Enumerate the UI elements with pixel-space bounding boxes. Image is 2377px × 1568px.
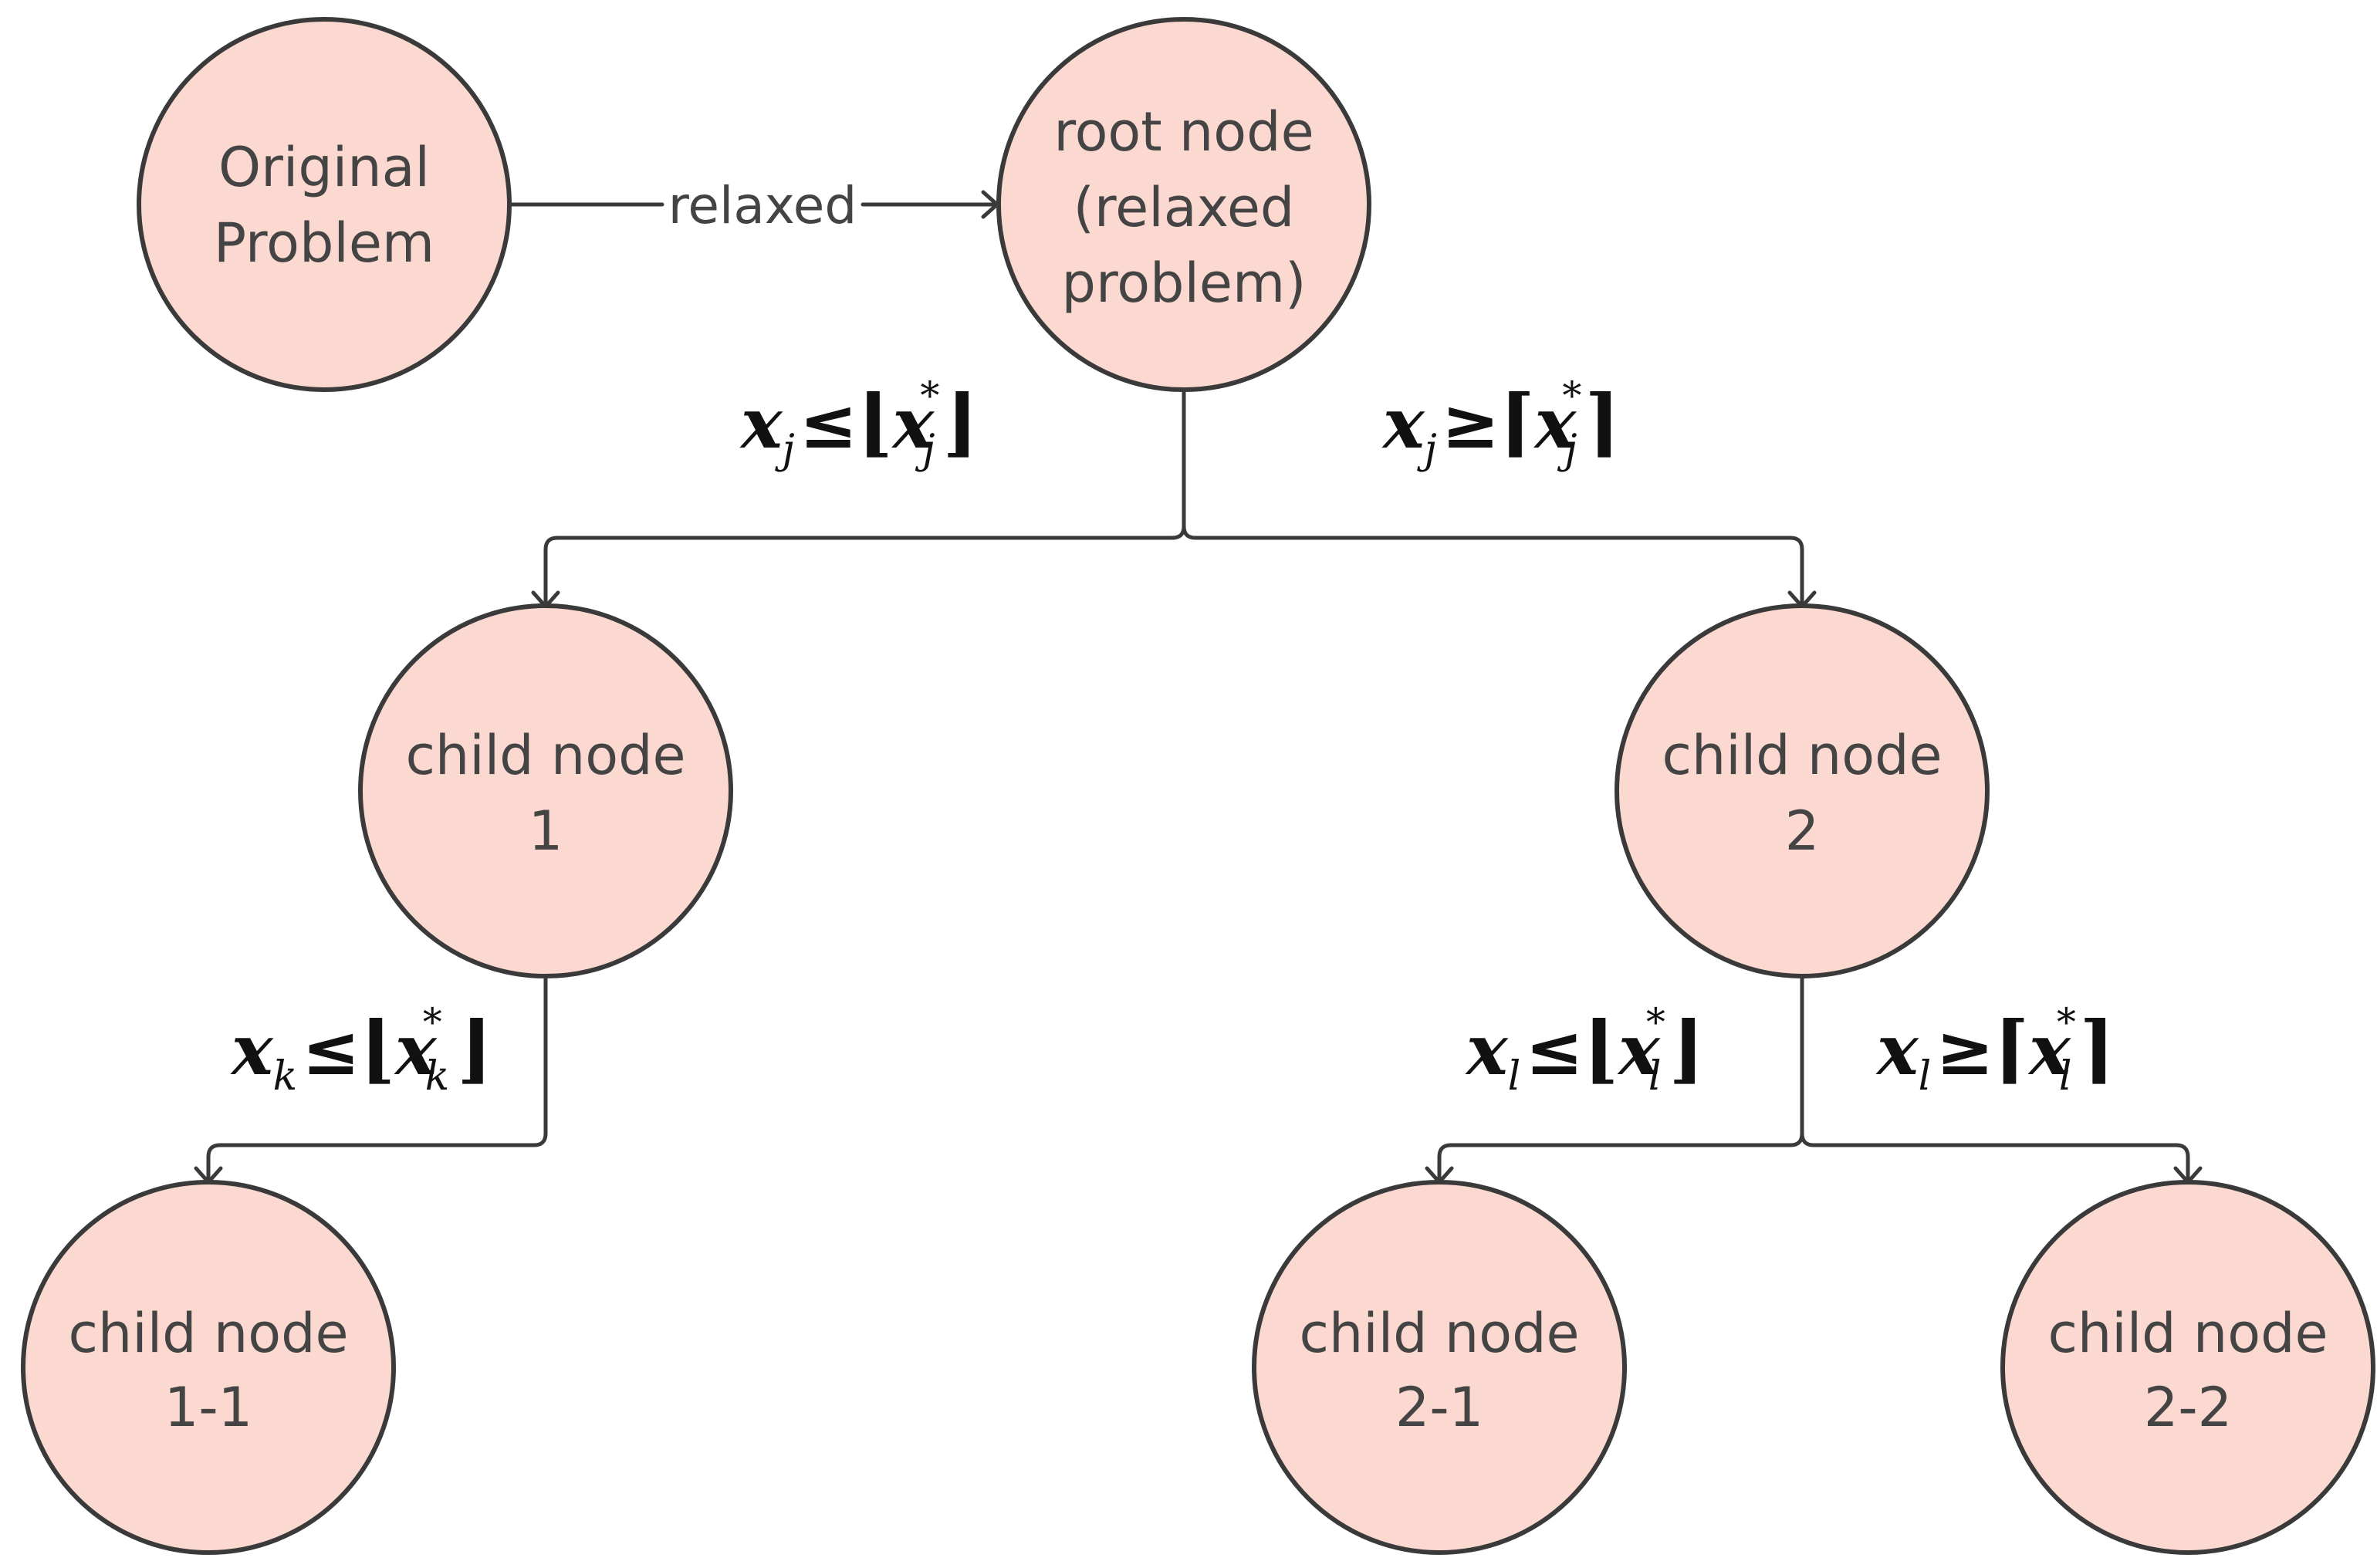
node-child-1-1-circle <box>21 1180 396 1555</box>
node-root-line1: root node <box>1053 100 1314 164</box>
node-original-problem-line2: Problem <box>214 211 434 275</box>
node-child-2: child node 2 <box>1615 603 1990 978</box>
node-child-2-2-line2: 2-2 <box>2144 1376 2232 1439</box>
node-child-2-line1: child node <box>1662 724 1942 787</box>
node-original-problem: Original Problem <box>137 17 512 392</box>
relaxed-edge-label: relaxed <box>668 176 857 235</box>
node-child-2-2-circle <box>2000 1180 2375 1555</box>
node-child-2-line2: 2 <box>1785 799 1820 863</box>
edge-child2-to-child2-2 <box>1800 1131 2190 1181</box>
node-root-line2: (relaxed <box>1074 176 1295 239</box>
node-child-1: child node 1 <box>358 603 733 978</box>
condition-child1-left: xk≤⌊x*k⌋ <box>230 1000 492 1100</box>
condition-root-right: xj≥⌈x*j⌉ <box>1381 373 1620 473</box>
node-child-2-1-circle <box>1252 1180 1627 1555</box>
node-child-1-circle <box>358 603 733 978</box>
node-root-line3: problem) <box>1062 252 1307 315</box>
node-child-2-2-line1: child node <box>2047 1302 2328 1365</box>
node-child-1-1: child node 1-1 <box>21 1180 396 1555</box>
node-child-1-1-line2: 1-1 <box>164 1376 252 1439</box>
node-root: root node (relaxed problem) <box>996 17 1371 392</box>
node-child-1-line1: child node <box>405 724 685 787</box>
edge-child1-to-child1-1 <box>206 975 548 1181</box>
edge-root-to-child2 <box>1182 524 1804 606</box>
condition-child2-right: xl≥⌈x*l⌉ <box>1875 1000 2115 1100</box>
node-child-2-1-line2: 2-1 <box>1395 1376 1483 1439</box>
node-original-problem-circle <box>137 17 512 392</box>
node-root-circle <box>996 17 1371 392</box>
node-child-2-2: child node 2-2 <box>2000 1180 2375 1555</box>
node-child-1-line2: 1 <box>529 799 563 863</box>
node-child-2-circle <box>1615 603 1990 978</box>
node-child-1-1-line1: child node <box>68 1302 348 1365</box>
node-original-problem-line1: Original <box>218 136 430 199</box>
node-child-2-1: child node 2-1 <box>1252 1180 1627 1555</box>
condition-child2-left: xl≤⌊x*l⌋ <box>1465 1000 1704 1100</box>
node-child-2-1-line1: child node <box>1299 1302 1579 1365</box>
condition-root-left: xj≤⌊x*j⌋ <box>739 373 978 473</box>
